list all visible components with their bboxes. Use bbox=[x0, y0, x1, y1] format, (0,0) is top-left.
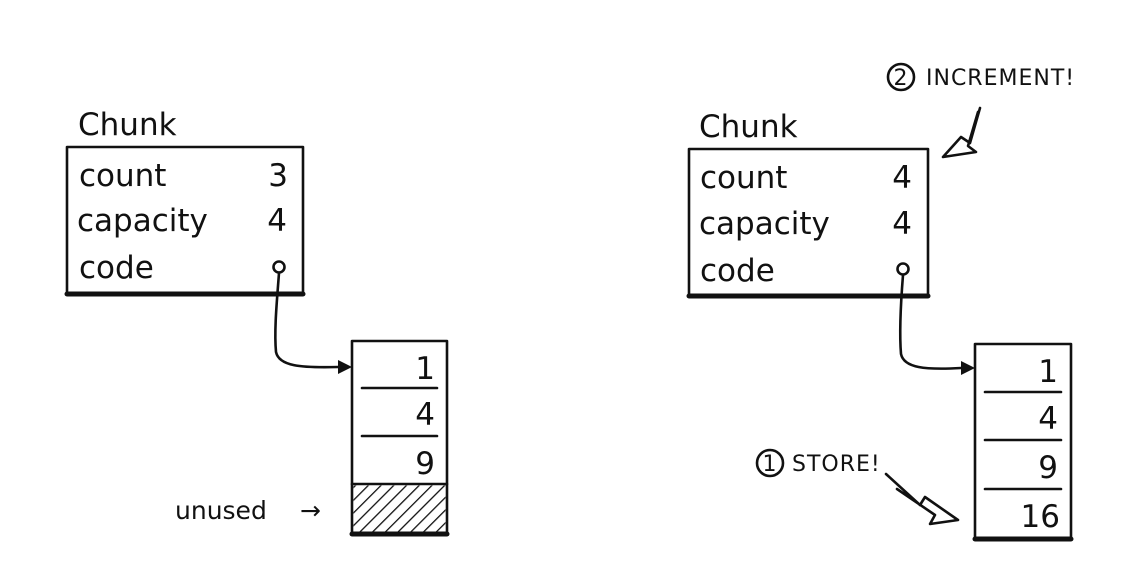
step2-number-circle bbox=[886, 62, 916, 92]
left-pointer-arrowhead bbox=[338, 360, 352, 374]
step2-label: INCREMENT! bbox=[926, 66, 1075, 91]
right-pointer-arrowhead bbox=[961, 361, 975, 375]
left-pointer-arrow bbox=[274, 271, 340, 369]
step1-label: STORE! bbox=[792, 452, 881, 477]
left-array-unused-cell bbox=[353, 485, 446, 533]
left-struct-box: count 3 capacity 4 code bbox=[64, 145, 306, 297]
left-array-cell-1: 4 bbox=[415, 397, 435, 433]
left-field-capacity-value: 4 bbox=[267, 203, 287, 239]
step2-number: 2 bbox=[894, 66, 909, 91]
right-field-code-label: code bbox=[700, 253, 775, 289]
left-struct-title: Chunk bbox=[78, 107, 177, 143]
left-array-cell-2: 9 bbox=[415, 446, 435, 482]
unused-arrow: → bbox=[300, 496, 321, 525]
step2-arrow bbox=[941, 106, 982, 159]
left-code-array: 1 4 9 bbox=[349, 339, 450, 537]
right-code-array: 1 4 9 16 bbox=[972, 342, 1074, 542]
right-code-pointer-dot bbox=[896, 262, 910, 276]
right-pointer-arrow bbox=[898, 273, 963, 370]
unused-label: unused bbox=[175, 496, 267, 525]
left-field-capacity-label: capacity bbox=[77, 203, 208, 239]
step1-number: 1 bbox=[763, 452, 778, 477]
right-diagram: Chunk count 4 capacity 4 code 1 4 9 16 bbox=[686, 62, 1075, 542]
left-field-count-label: count bbox=[79, 158, 166, 194]
left-field-count-value: 3 bbox=[268, 158, 288, 194]
right-field-capacity-value: 4 bbox=[892, 206, 912, 242]
left-array-cell-0: 1 bbox=[415, 351, 435, 387]
right-array-cell-1: 4 bbox=[1038, 401, 1058, 437]
right-struct-title: Chunk bbox=[699, 109, 798, 145]
step1-arrow bbox=[884, 472, 960, 526]
left-diagram: Chunk count 3 capacity 4 code 1 4 9 unus… bbox=[64, 107, 450, 537]
right-field-count-value: 4 bbox=[892, 160, 912, 196]
left-code-pointer-dot bbox=[272, 260, 286, 274]
step2-annotation: 2 INCREMENT! bbox=[886, 62, 1075, 159]
right-field-count-label: count bbox=[700, 160, 787, 196]
right-field-capacity-label: capacity bbox=[699, 206, 830, 242]
right-array-cell-0: 1 bbox=[1038, 354, 1058, 390]
left-field-code-label: code bbox=[79, 250, 154, 286]
right-struct-box: count 4 capacity 4 code bbox=[686, 147, 931, 299]
right-array-cell-2: 9 bbox=[1038, 450, 1058, 486]
right-array-cell-3: 16 bbox=[1021, 499, 1060, 535]
step1-annotation: 1 STORE! bbox=[755, 448, 960, 526]
step1-number-circle bbox=[755, 448, 785, 478]
